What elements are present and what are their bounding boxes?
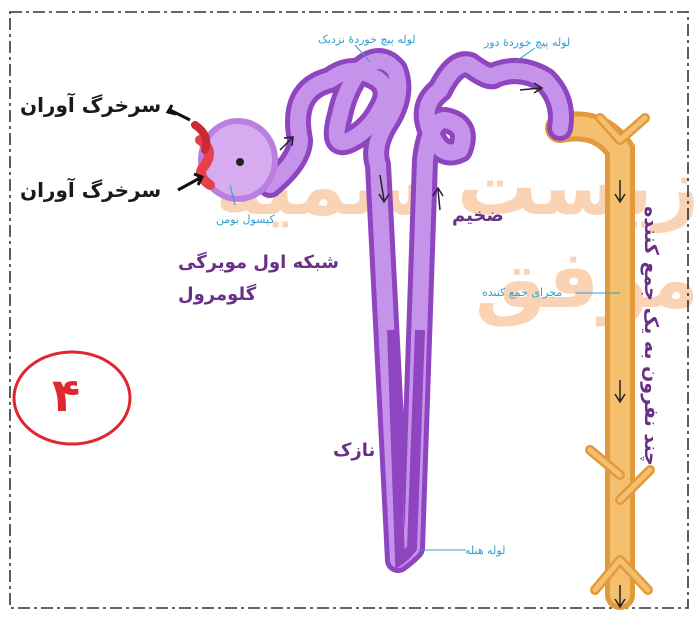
label-several-nephrons: چند نفرون به یک جمع کننده: [640, 171, 662, 501]
label-distal: لوله پیچ خوردهٔ دور: [484, 36, 570, 49]
label-glomerulus: شبکه اول مویرگی: [178, 252, 339, 273]
collecting-duct: [560, 118, 650, 607]
label-collecting-duct: مجرای جمع کننده: [482, 286, 562, 299]
label-bowman: کپسول بومن: [216, 213, 275, 226]
label-henle: لوله هنله: [465, 544, 505, 557]
arterioles: [168, 105, 210, 190]
label-afferent: سرخرگ آوران: [20, 93, 161, 117]
label-thin: نازک: [333, 440, 375, 461]
circled-number: ۴: [52, 368, 80, 422]
nephron-tubule: [270, 61, 561, 560]
label-thick: ضخیم: [452, 205, 504, 226]
label-efferent: سرخرگ آوران: [20, 178, 161, 202]
label-glomerulus-2: گلومرول: [178, 284, 256, 305]
label-proximal: لوله پیچ خوردهٔ نزدیک: [318, 33, 416, 46]
